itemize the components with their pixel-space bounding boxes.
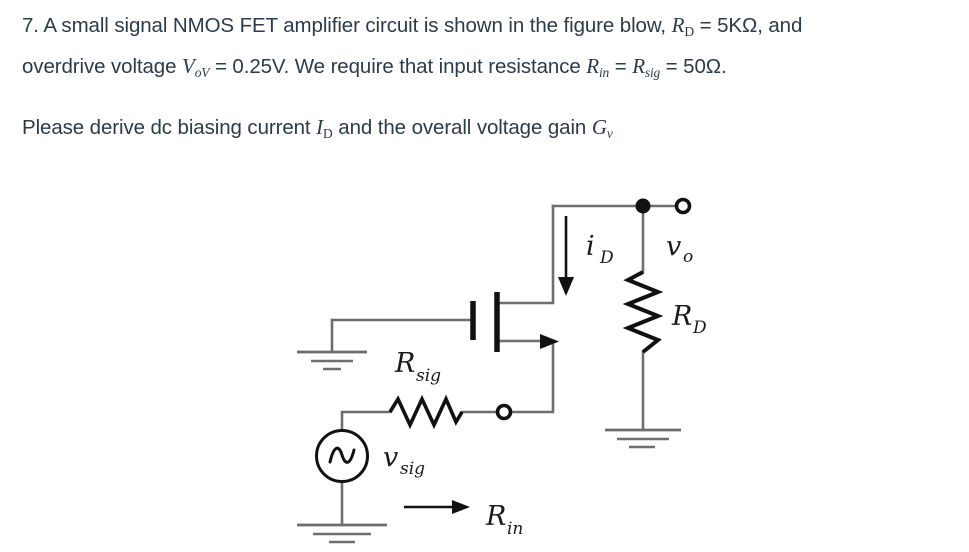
label-signal-source: v	[383, 442, 398, 473]
drain-resistor-symbol	[622, 270, 664, 354]
input-terminal-circle[interactable]	[495, 403, 513, 421]
output-junction-node	[635, 198, 651, 214]
output-terminal-circle[interactable]	[674, 197, 692, 215]
variable-rin: R	[586, 53, 599, 78]
sine-wave-icon	[328, 446, 356, 464]
variable-rin-subscript: in	[599, 64, 610, 80]
question-line-2: overdrive voltage VoV = 0.25V. We requir…	[22, 49, 952, 90]
rsig-to-source-wire	[340, 410, 392, 433]
ground-symbol-vsig	[297, 523, 387, 544]
label-signal-resistor: R	[394, 348, 415, 379]
question-line-2-text-a: overdrive voltage	[22, 54, 183, 78]
input-resistance-arrow	[404, 500, 470, 514]
signal-resistor-symbol	[388, 394, 464, 430]
source-to-input-wire	[510, 341, 555, 414]
transistor-source-arrow	[540, 334, 559, 349]
variable-vov-subscript: oV	[194, 64, 210, 80]
label-input-resistance: R	[485, 501, 506, 532]
label-drain-current: i	[586, 231, 595, 262]
paragraph-gap	[22, 90, 952, 110]
ground-symbol-rd	[605, 428, 681, 449]
label-drain-resistor: R	[671, 301, 692, 332]
question-line-3-text-b: and the overall voltage gain	[332, 115, 592, 139]
question-line-3: Please derive dc biasing current ID and …	[22, 110, 952, 151]
drain-wire	[495, 204, 555, 305]
question-number: 7.	[22, 14, 39, 37]
variable-rd-subscript: D	[684, 23, 695, 39]
label-drain-current-subscript: D	[599, 248, 614, 268]
question-line-2-text-d: = 50Ω.	[660, 54, 727, 78]
label-drain-resistor-subscript: D	[692, 318, 707, 338]
variable-vov: V	[182, 53, 195, 78]
variable-gv: G	[591, 114, 607, 139]
variable-rsig: R	[632, 53, 645, 78]
label-output-voltage: v	[666, 231, 681, 262]
variable-rsig-subscript: sig	[644, 64, 661, 80]
question-line-1-text-a: A small signal NMOS FET amplifier circui…	[43, 14, 672, 37]
label-signal-source-subscript: sig	[400, 459, 425, 479]
variable-id-subscript: D	[323, 125, 333, 141]
label-input-resistance-subscript: in	[507, 519, 523, 539]
circuit-diagram: i D v o R D R sig v sig R in	[0, 150, 969, 552]
drain-current-arrow	[558, 216, 574, 296]
label-signal-resistor-subscript: sig	[416, 366, 441, 386]
question-line-2-text-b: = 0.25V. We require that input resistanc…	[209, 54, 587, 78]
variable-id: I	[316, 114, 324, 139]
variable-rd: R	[671, 13, 685, 37]
question-line-2-text-c: =	[609, 54, 633, 78]
label-output-voltage-subscript: o	[683, 247, 693, 267]
variable-gv-subscript: v	[606, 125, 613, 141]
question-line-1-text-b: = 5KΩ, and	[694, 14, 803, 37]
ground-symbol-gate	[297, 350, 367, 371]
question-text-block: 7. A small signal NMOS FET amplifier cir…	[22, 8, 952, 150]
question-line-1: 7. A small signal NMOS FET amplifier cir…	[22, 8, 952, 49]
question-line-3-text-a: Please derive dc biasing current	[22, 115, 317, 139]
